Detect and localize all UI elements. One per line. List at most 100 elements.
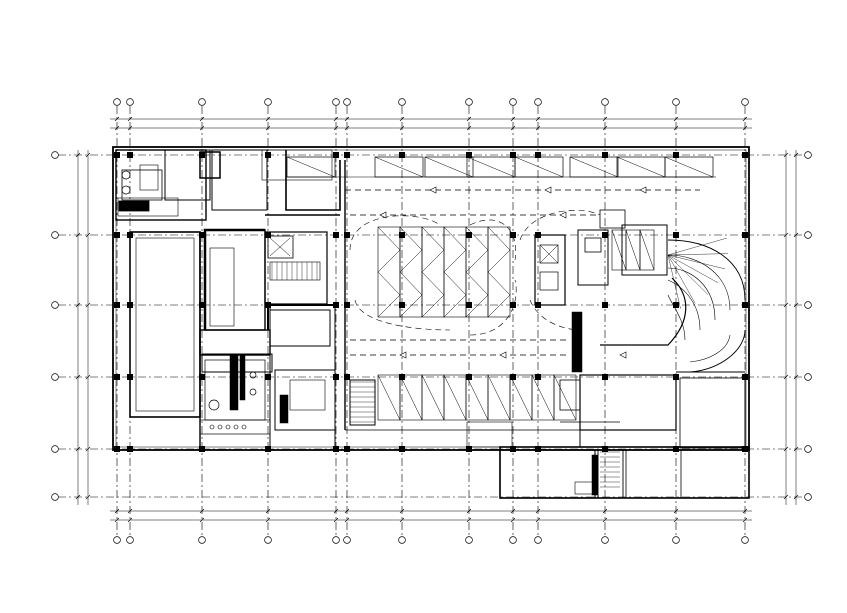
ramp-line xyxy=(667,267,716,321)
outer-wall-inner xyxy=(115,149,747,448)
dimension-tick xyxy=(344,508,350,514)
grid-bubble xyxy=(465,98,473,106)
ramp-line xyxy=(667,294,686,341)
ramp-hatch xyxy=(667,254,709,295)
dimension-tick xyxy=(114,508,120,514)
dimension-tick xyxy=(466,517,472,523)
column xyxy=(199,302,205,308)
grid-bubble xyxy=(343,98,351,106)
grid-bubble xyxy=(198,98,206,106)
equipment-circle xyxy=(208,399,220,411)
direction-arrow xyxy=(544,186,552,194)
dimension-tick xyxy=(265,508,271,514)
pump-room-inner xyxy=(209,247,235,327)
column xyxy=(466,152,472,158)
ramp-outer xyxy=(667,239,746,301)
parking-bay-chevron xyxy=(377,226,401,318)
column xyxy=(333,152,339,158)
direction-arrow xyxy=(499,351,507,359)
dimension-tick xyxy=(114,116,120,122)
grid-bubble xyxy=(804,373,812,381)
tank-box xyxy=(139,164,159,191)
column xyxy=(510,302,516,308)
dimension-tick xyxy=(344,517,350,523)
column xyxy=(535,446,541,452)
cable-tray-inner xyxy=(118,200,150,212)
dimension-tick xyxy=(466,116,472,122)
dimension-tick xyxy=(510,508,516,514)
parking-bay-chevron xyxy=(421,226,445,318)
dimension-tick xyxy=(783,302,789,308)
annex-pipe xyxy=(591,454,599,496)
dimension-tick xyxy=(333,517,339,523)
parking-bay-diagonal xyxy=(531,374,555,421)
dimension-tick xyxy=(199,508,205,514)
parking-bay-vertical xyxy=(377,226,401,318)
dimension-tick xyxy=(75,152,81,158)
parking-bay-diagonal xyxy=(377,374,401,421)
grid-bubble xyxy=(51,301,59,309)
column xyxy=(333,446,339,452)
dimension-tick xyxy=(602,508,608,514)
vertical-duct xyxy=(229,354,239,411)
dimension-tick xyxy=(793,446,799,452)
column xyxy=(466,374,472,380)
column xyxy=(602,374,608,380)
parking-bay-chevron xyxy=(487,226,511,318)
direction-arrow xyxy=(639,186,647,194)
column xyxy=(114,374,120,380)
ramp-hatch xyxy=(667,254,719,284)
column xyxy=(199,374,205,380)
direction-arrow xyxy=(429,186,437,194)
dimension-tick xyxy=(783,494,789,500)
parking-bay-diagonal xyxy=(421,374,445,421)
dimension-tick xyxy=(199,125,205,131)
column xyxy=(127,152,133,158)
dimension-tick xyxy=(75,446,81,452)
valve xyxy=(217,424,223,430)
dimension-tick xyxy=(466,508,472,514)
column xyxy=(265,232,271,238)
dimension-tick xyxy=(742,508,748,514)
equipment-base xyxy=(199,419,271,435)
dimension-tick xyxy=(127,116,133,122)
parking-bay-diagonal xyxy=(466,156,516,178)
ramp-hatch xyxy=(667,254,726,270)
dimension-tick xyxy=(793,232,799,238)
column xyxy=(742,152,748,158)
direction-arrow xyxy=(559,211,567,219)
column xyxy=(535,152,541,158)
dimension-tick xyxy=(333,116,339,122)
grid-bubble xyxy=(51,151,59,159)
column xyxy=(466,302,472,308)
column xyxy=(344,446,350,452)
grid-bubble xyxy=(398,98,406,106)
dimension-tick xyxy=(783,374,789,380)
dimension-tick xyxy=(85,302,91,308)
grid-bubble xyxy=(804,231,812,239)
column xyxy=(466,232,472,238)
grid-bubble xyxy=(741,98,749,106)
parking-bay-chevron xyxy=(465,226,489,318)
parking-bay-diagonal xyxy=(553,374,577,421)
fire-water-tank-inner xyxy=(135,237,195,412)
annex-room xyxy=(499,449,596,499)
grid-bubble xyxy=(804,445,812,453)
column xyxy=(510,446,516,452)
grid-bubble xyxy=(51,373,59,381)
column xyxy=(199,232,205,238)
stair-lower xyxy=(349,379,376,426)
column xyxy=(344,232,350,238)
grid-bubble xyxy=(741,536,749,544)
column xyxy=(673,152,679,158)
column xyxy=(199,446,205,452)
dimension-tick xyxy=(344,125,350,131)
grid-bubble xyxy=(51,445,59,453)
dimension-tick xyxy=(793,374,799,380)
column xyxy=(673,446,679,452)
dimension-tick xyxy=(85,232,91,238)
lift-cross xyxy=(539,244,559,264)
dimension-tick xyxy=(85,152,91,158)
grid-bubble xyxy=(465,536,473,544)
column xyxy=(673,302,679,308)
